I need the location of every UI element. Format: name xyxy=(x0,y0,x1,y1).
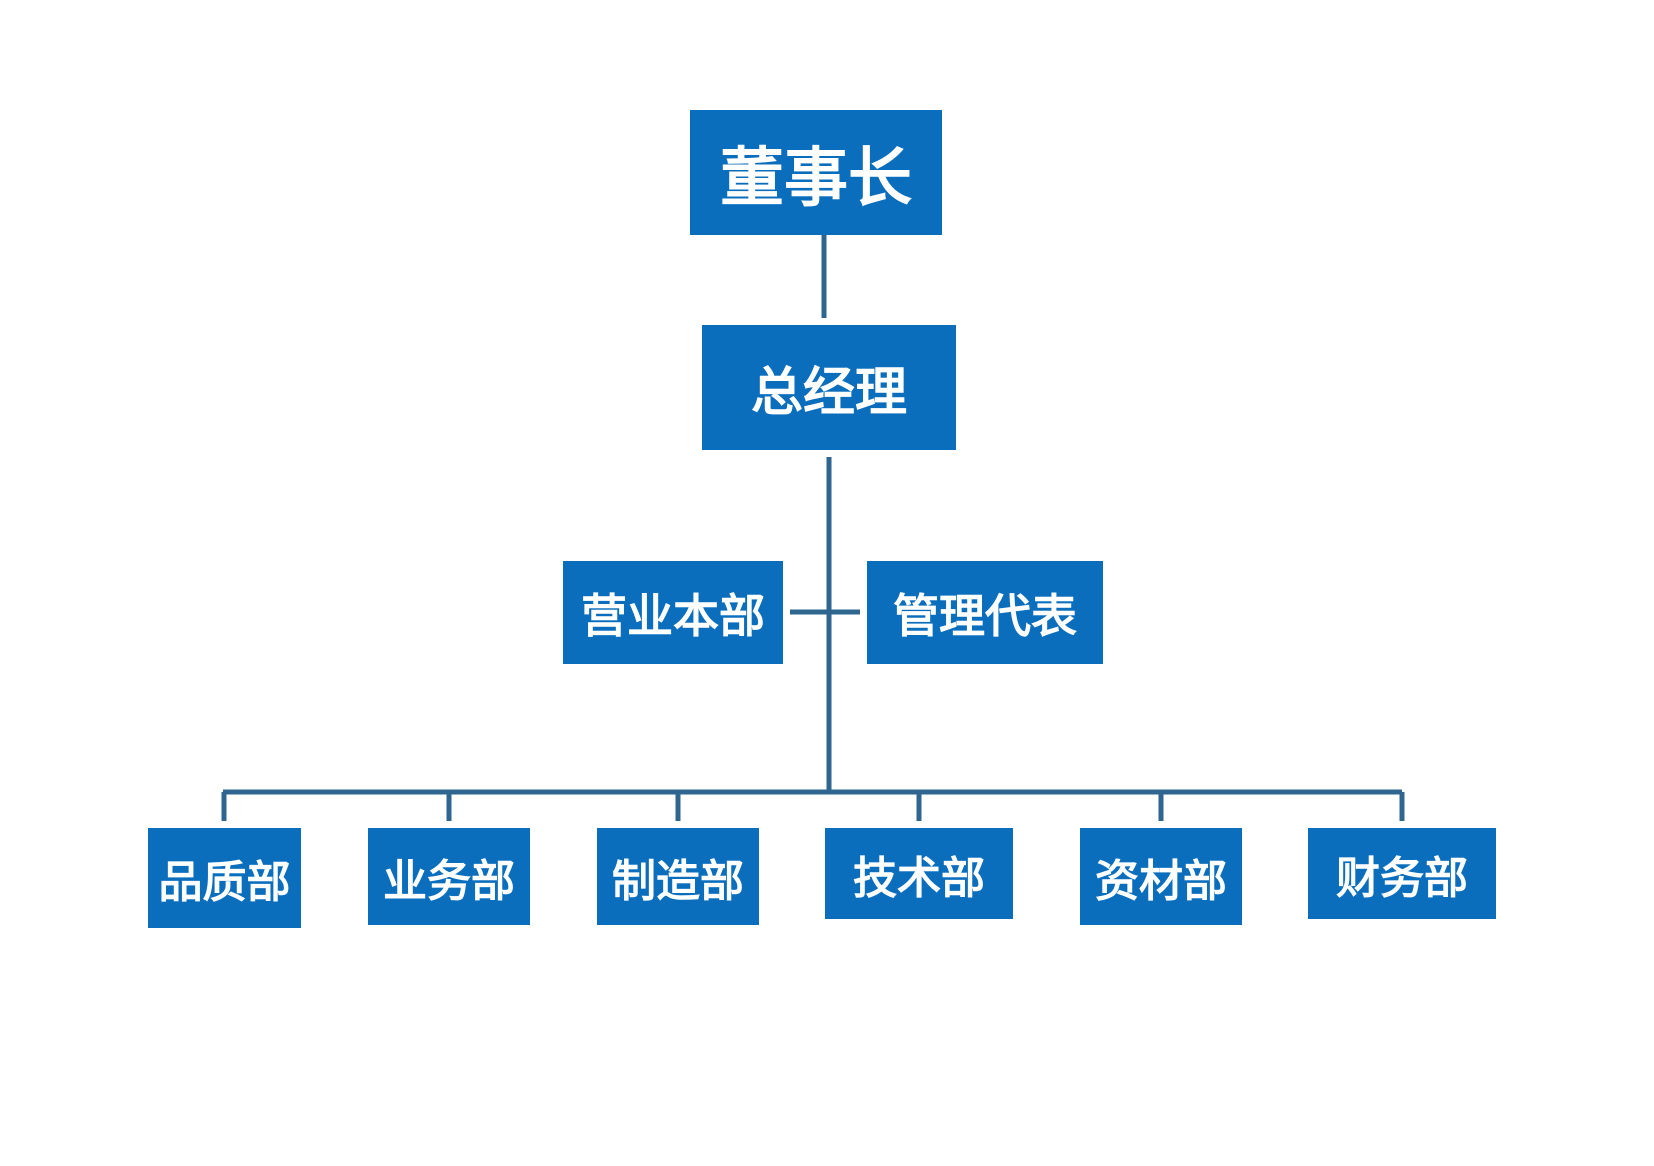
sales-headquarters-label: 营业本部 xyxy=(581,588,765,643)
department-box-manufacturing: 制造部 xyxy=(597,828,759,925)
department-label: 业务部 xyxy=(383,855,515,907)
department-label: 财务部 xyxy=(1336,852,1468,904)
department-label: 品质部 xyxy=(158,857,291,908)
department-box-materials: 资材部 xyxy=(1080,828,1242,925)
management-representative-label: 管理代表 xyxy=(893,588,1077,643)
department-box-technology: 技术部 xyxy=(825,828,1013,919)
general-manager-box: 总经理 xyxy=(702,325,956,450)
department-label: 技术部 xyxy=(853,852,985,904)
sales-headquarters-box: 营业本部 xyxy=(563,561,783,664)
department-box-finance: 财务部 xyxy=(1308,828,1496,919)
department-label: 资材部 xyxy=(1095,855,1227,907)
department-box-quality: 品质部 xyxy=(148,828,301,928)
department-label: 制造部 xyxy=(612,855,744,907)
department-box-business: 业务部 xyxy=(368,828,530,925)
chairman-label: 董事长 xyxy=(720,141,912,216)
general-manager-label: 总经理 xyxy=(750,363,907,423)
management-representative-box: 管理代表 xyxy=(867,561,1103,664)
chairman-box: 董事长 xyxy=(690,110,942,235)
